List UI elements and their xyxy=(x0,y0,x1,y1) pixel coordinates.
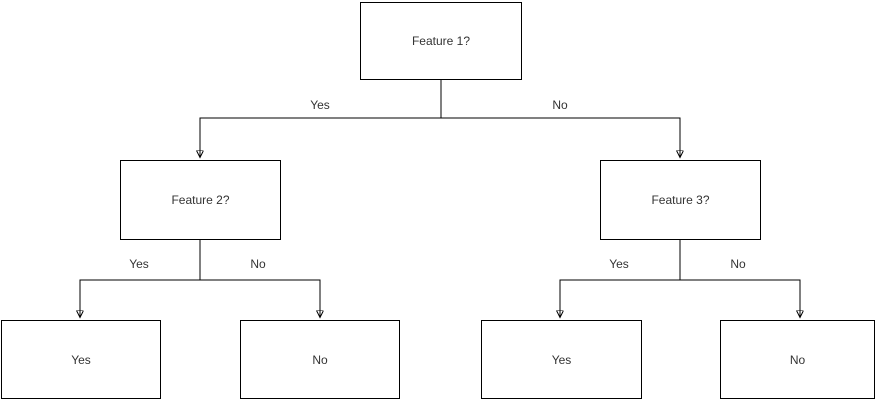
edge-label-feature3-yes: Yes xyxy=(606,258,632,270)
edge-label-feature3-no: No xyxy=(727,258,749,270)
edge-feature2-no-leaf xyxy=(199,240,320,317)
node-feature-2: Feature 2? xyxy=(120,160,281,240)
edge-label-feature1-no: No xyxy=(549,99,571,111)
node-label: Yes xyxy=(71,352,91,367)
node-leaf-no-left: No xyxy=(240,320,400,399)
edge-feature3-yes-leaf xyxy=(560,240,681,317)
node-feature-3: Feature 3? xyxy=(600,160,761,240)
edge-feature2-yes-leaf xyxy=(80,240,201,317)
node-feature-1: Feature 1? xyxy=(360,2,522,80)
node-leaf-yes-right: Yes xyxy=(481,320,642,399)
edge-feature1-yes-feature2 xyxy=(200,80,442,157)
edge-feature3-no-leaf xyxy=(679,240,800,317)
node-label: No xyxy=(789,352,806,367)
node-label: Feature 2? xyxy=(171,193,230,207)
node-label: No xyxy=(312,352,328,367)
node-leaf-yes-left: Yes xyxy=(1,320,161,399)
node-label: Yes xyxy=(551,352,572,367)
edge-label-feature2-yes: Yes xyxy=(126,258,152,270)
edge-label-feature2-no: No xyxy=(247,258,269,270)
edge-label-feature1-yes: Yes xyxy=(307,99,333,111)
node-label: Feature 3? xyxy=(651,193,710,207)
node-label: Feature 1? xyxy=(411,34,471,48)
edge-feature1-no-feature3 xyxy=(440,80,680,157)
node-leaf-no-right: No xyxy=(720,320,875,399)
